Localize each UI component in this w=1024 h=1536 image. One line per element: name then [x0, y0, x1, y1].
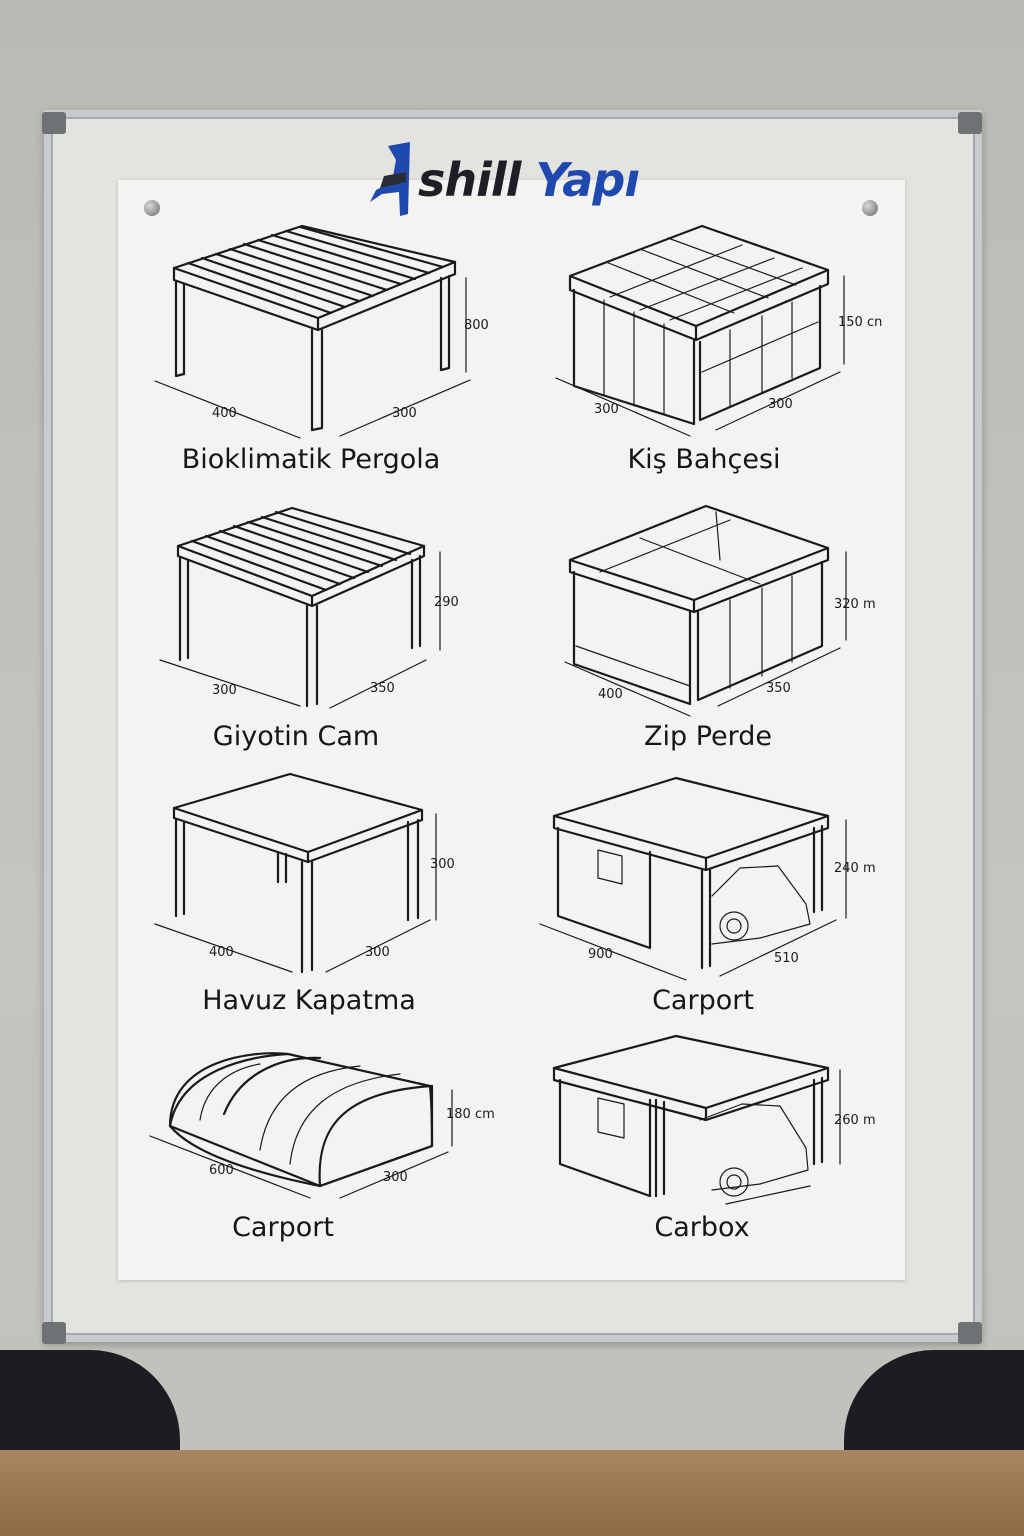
- pergola-drawing: [154, 224, 471, 439]
- dim-width: 300: [383, 1170, 408, 1185]
- dim-height: 800: [464, 318, 489, 333]
- frame-corner: [958, 112, 982, 134]
- dim-width: 300: [768, 397, 793, 412]
- dim-length: 400: [212, 406, 237, 421]
- dim-width: 350: [766, 681, 791, 696]
- brand-name-part1: shill: [418, 153, 521, 207]
- dim-length: 600: [209, 1163, 234, 1178]
- caption-carbox: Carbox: [654, 1212, 750, 1243]
- frame-corner: [958, 1322, 982, 1344]
- carport-drawing: [539, 776, 847, 981]
- winter-garden-drawing: [555, 224, 845, 437]
- dome-carport-drawing: [149, 1052, 453, 1199]
- pool-cover-drawing: [154, 772, 437, 974]
- dim-height: 180 cm: [446, 1107, 495, 1122]
- caption-giyotin-cam: Giyotin Cam: [212, 721, 380, 752]
- brand-name: shill Yapı: [418, 152, 640, 208]
- caption-havuz-kapatma: Havuz Kapatma: [202, 985, 416, 1016]
- zip-screen-drawing: [564, 504, 847, 717]
- pin-icon: [862, 200, 878, 216]
- caption-zip-perde: Zip Perde: [643, 721, 773, 752]
- dim-length: 400: [209, 945, 234, 960]
- dim-height: 150 cn: [838, 315, 883, 330]
- brand-logo-icon: [370, 142, 410, 216]
- frame-corner: [42, 1322, 66, 1344]
- guillotine-glass-drawing: [159, 506, 441, 709]
- dim-width: 510: [774, 951, 799, 966]
- caption-carport-dome: Carport: [232, 1212, 334, 1243]
- caption-bioklimatik-pergola: Bioklimatik Pergola: [181, 444, 441, 475]
- frame-corner: [42, 112, 66, 134]
- dim-length: 900: [588, 947, 613, 962]
- dim-height: 260 m: [834, 1113, 876, 1128]
- dim-length: 400: [598, 687, 623, 702]
- dim-height: 300: [430, 857, 455, 872]
- dim-height: 240 m: [834, 861, 876, 876]
- dim-length: 300: [212, 683, 237, 698]
- brand-name-part2: Yapı: [535, 153, 640, 207]
- dim-length: 300: [594, 402, 619, 417]
- dim-width: 300: [365, 945, 390, 960]
- carbox-drawing: [552, 1034, 841, 1205]
- pin-icon: [144, 200, 160, 216]
- dim-width: 300: [392, 406, 417, 421]
- table-surface: [0, 1450, 1024, 1536]
- dim-width: 350: [370, 681, 395, 696]
- dim-height: 320 m: [834, 597, 876, 612]
- dim-height: 290: [434, 595, 459, 610]
- caption-carport: Carport: [652, 985, 754, 1016]
- caption-kis-bahcesi: Kiş Bahçesi: [627, 444, 781, 475]
